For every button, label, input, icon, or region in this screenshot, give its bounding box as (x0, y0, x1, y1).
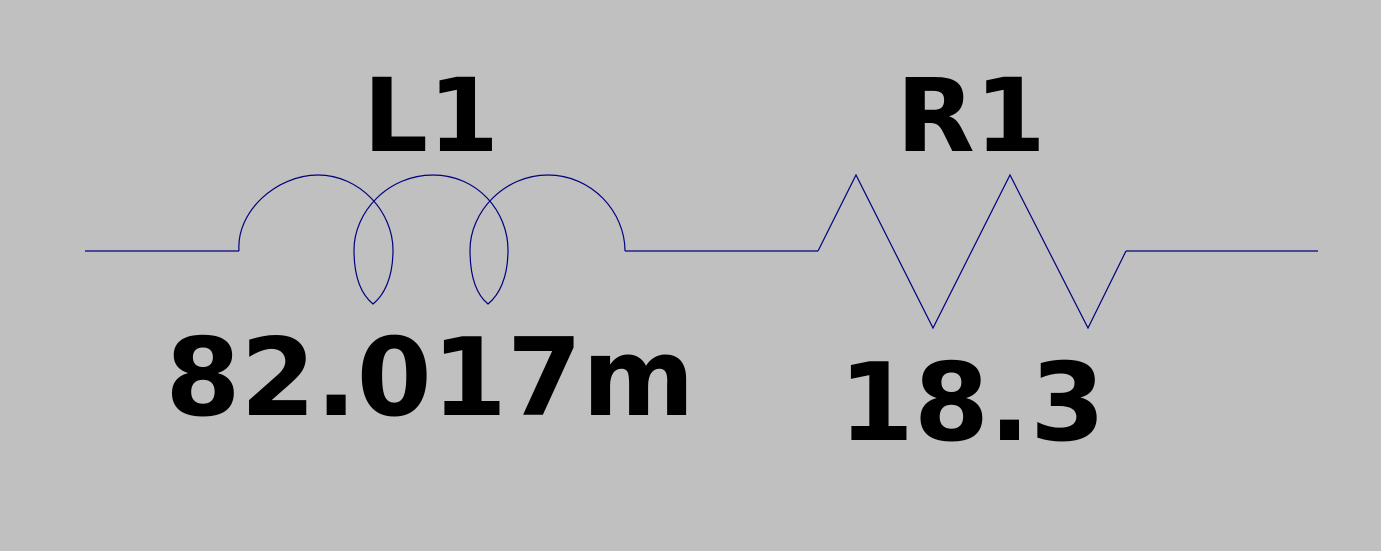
inductor-value-label: 82.017m (165, 316, 694, 441)
resistor-reference-label: R1 (896, 57, 1046, 176)
inductor-reference-label: L1 (363, 57, 499, 176)
inductor-symbol[interactable] (238, 174, 626, 305)
resistor-zigzag (817, 173, 1127, 330)
resistor-symbol[interactable] (817, 173, 1127, 330)
inductor-coil (238, 174, 626, 305)
resistor-value-label: 18.3 (839, 341, 1105, 466)
